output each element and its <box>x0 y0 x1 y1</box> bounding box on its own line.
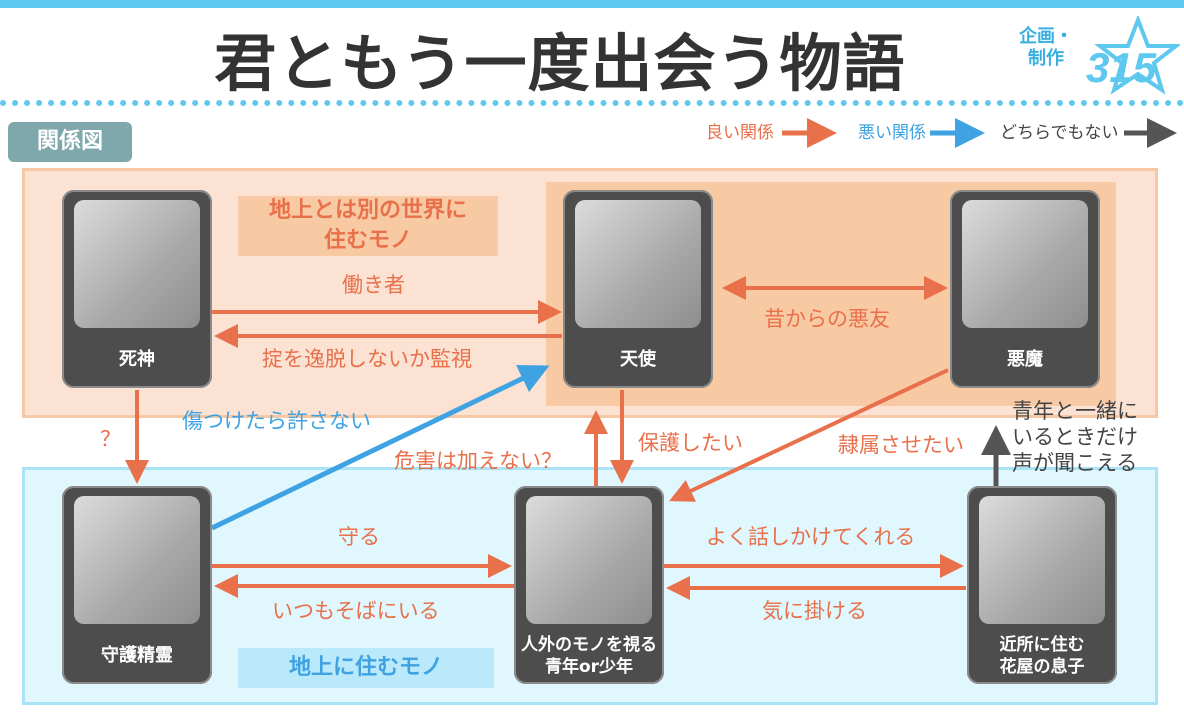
portrait-placeholder <box>979 496 1105 624</box>
lower-region-label: 地上に住むモノ <box>238 648 494 688</box>
portrait-placeholder <box>74 496 200 624</box>
portrait-placeholder <box>962 200 1088 328</box>
upper-region-label: 地上とは別の世界に 住むモノ <box>238 196 498 256</box>
section-tag: 関係図 <box>8 122 132 162</box>
legend-neutral-label: どちらでもない <box>1000 123 1119 143</box>
label-mamoru: 守る <box>338 525 380 549</box>
character-name: 近所に住む 花屋の息子 <box>999 635 1085 677</box>
label-hogo: 保護したい <box>638 431 743 455</box>
portrait-placeholder <box>74 200 200 328</box>
legend-good-label: 良い関係 <box>706 123 774 143</box>
edge-kizutsuke <box>210 364 550 531</box>
legend-good: 良い関係 <box>706 118 774 148</box>
label-kigai: 危害は加えない？ <box>394 449 562 473</box>
legend-neutral: どちらでもない <box>1000 118 1119 148</box>
label-reizoku: 隷属させたい <box>838 433 964 457</box>
character-name: 人外のモノを視る 青年or少年 <box>521 635 657 677</box>
top-accent-bar <box>0 0 1184 8</box>
label-okite: 掟を逸脱しないか監視 <box>262 347 472 371</box>
character-card-shinigami: 死神 <box>62 190 212 388</box>
svg-text:315: 315 <box>1086 44 1157 91</box>
label-question: ？ <box>100 427 121 451</box>
character-card-hanaya: 近所に住む 花屋の息子 <box>967 486 1117 684</box>
star-logo-icon: 315 <box>1086 16 1180 95</box>
label-hear: 青年と一緒に いるときだけ 声が聞こえる <box>1012 399 1138 475</box>
character-card-tenshi: 天使 <box>563 190 713 388</box>
credit-label: 企画・制作 <box>1019 26 1073 69</box>
page-title: 君ともう一度出会う物語 <box>214 27 906 100</box>
production-logo: 企画・制作 315 <box>1010 16 1180 100</box>
label-akuyu: 昔からの悪友 <box>764 307 890 331</box>
character-card-shugoseirei: 守護精霊 <box>62 486 212 684</box>
character-card-seinen: 人外のモノを視る 青年or少年 <box>514 486 664 684</box>
dotted-divider <box>0 100 1184 106</box>
label-kini: 気に掛ける <box>762 599 867 623</box>
label-kizutsuke: 傷つけたら許さない <box>182 409 371 433</box>
character-card-akuma: 悪魔 <box>950 190 1100 388</box>
label-soba: いつもそばにいる <box>272 599 440 623</box>
portrait-placeholder <box>526 496 652 624</box>
character-name: 天使 <box>620 349 656 370</box>
legend-bad: 悪い関係 <box>858 118 926 148</box>
character-name: 悪魔 <box>1007 349 1043 370</box>
character-name: 死神 <box>119 349 155 370</box>
edge-reizoku <box>669 368 949 502</box>
portrait-placeholder <box>575 200 701 328</box>
legend-bad-label: 悪い関係 <box>858 123 926 143</box>
label-hataraki: 働き者 <box>342 273 405 297</box>
label-yoku: よく話しかけてくれる <box>706 525 916 549</box>
character-name: 守護精霊 <box>101 645 173 666</box>
